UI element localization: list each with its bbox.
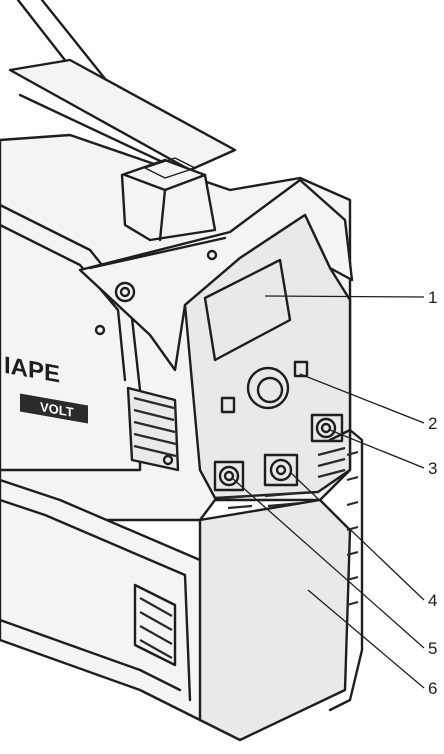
display-screen <box>203 258 292 362</box>
panel-vents <box>224 446 346 510</box>
connector-right <box>310 413 344 443</box>
control-panel <box>183 213 352 510</box>
leader-lines <box>231 295 425 689</box>
top-clamp <box>120 157 217 242</box>
connector-middle <box>263 453 299 487</box>
front-lower-panel <box>198 498 352 742</box>
callout-3: 3 <box>428 459 437 478</box>
svg-text:VOLT: VOLT <box>40 399 74 420</box>
callout-labels: 1 2 3 4 5 6 <box>428 288 437 698</box>
side-tube <box>328 428 364 712</box>
right-button <box>293 360 309 378</box>
side-vent <box>126 386 180 472</box>
callout-6: 6 <box>428 679 437 698</box>
bottom-case <box>0 428 364 742</box>
control-knob <box>246 366 290 410</box>
brand-logo: IAPE VOLT <box>4 352 88 424</box>
left-button <box>220 396 236 414</box>
carry-strap <box>8 0 237 177</box>
connector-left <box>213 460 245 492</box>
callout-1: 1 <box>428 288 437 307</box>
bumper-vent <box>133 583 177 667</box>
callout-2: 2 <box>428 414 437 433</box>
callout-4: 4 <box>428 591 437 610</box>
callout-5: 5 <box>428 639 437 658</box>
